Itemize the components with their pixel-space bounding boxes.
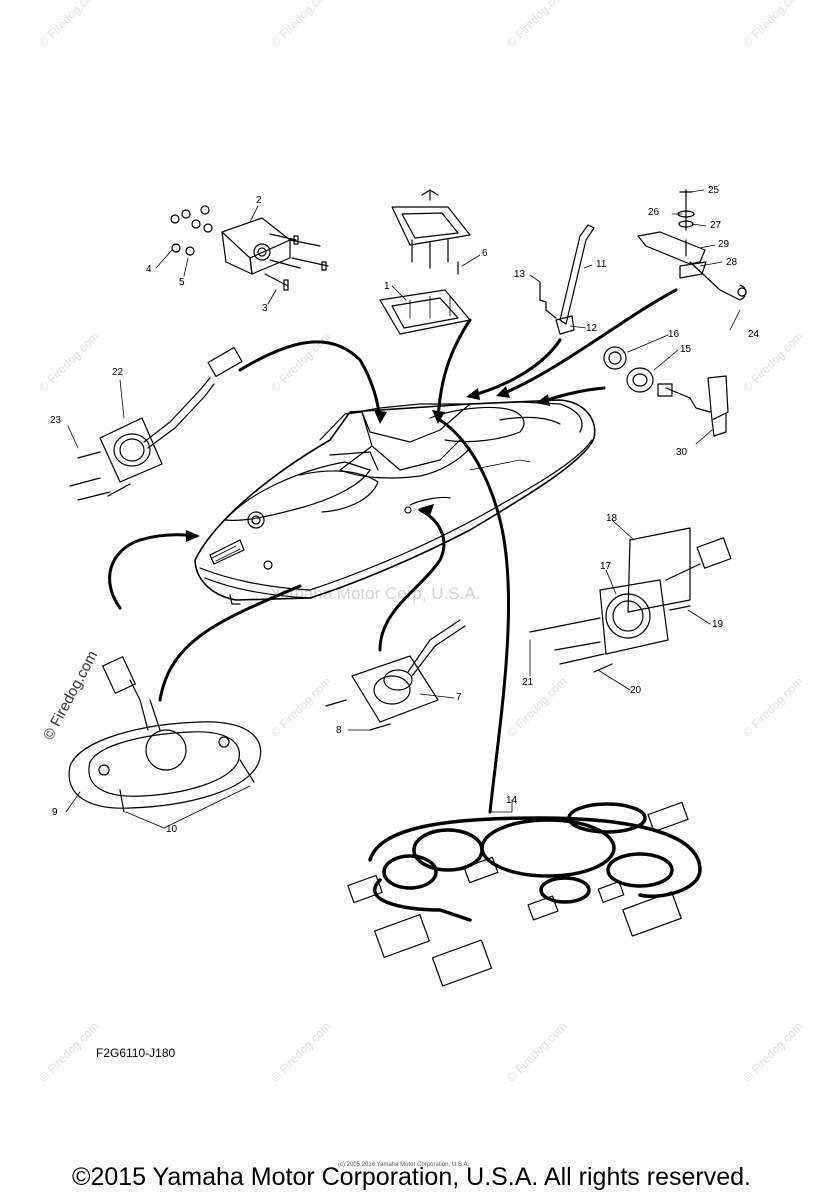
callout-17: 17: [600, 561, 612, 572]
callout-23: 23: [50, 415, 62, 426]
callout-5: 5: [179, 277, 185, 288]
routing-arrowheads: [186, 386, 550, 542]
callout-18: 18: [606, 513, 618, 524]
fine-print: (c) 2005 2016 Yamaha Motor Corporation, …: [338, 1162, 470, 1168]
callout-2: 2: [256, 195, 262, 206]
part-gauge-bezel: [68, 656, 262, 813]
callout-3: 3: [262, 303, 268, 314]
callout-12: 12: [586, 323, 598, 334]
copyright-footer: ©2015 Yamaha Motor Corporation, U.S.A. A…: [72, 1163, 751, 1191]
callout-10: 10: [166, 824, 178, 835]
callout-29: 29: [718, 239, 730, 250]
callout-9: 9: [52, 807, 58, 818]
part-cover-assembly: [379, 189, 471, 335]
callout-25: 25: [708, 185, 720, 196]
drawing-code: F2G6110-J180: [96, 1046, 176, 1060]
part-meter-bolts: [170, 205, 329, 291]
part-meter-lead: [69, 346, 243, 501]
routing-arrows: [108, 288, 678, 814]
callout-11: 11: [596, 259, 607, 270]
callout-20: 20: [630, 685, 642, 696]
callout-30: 30: [676, 447, 688, 458]
watermark-corp: Yamaha Motor Corp, U.S.A.: [270, 584, 481, 603]
callout-7: 7: [456, 692, 462, 703]
callout-27: 27: [710, 220, 722, 231]
part-rod-assembly: [539, 224, 595, 335]
boat-hull-illustration: [194, 399, 596, 605]
callout-14: 14: [506, 795, 518, 806]
callout-26: 26: [648, 207, 660, 218]
callout-28: 28: [726, 257, 738, 268]
part-rings: [603, 346, 654, 393]
callout-1: 1: [384, 281, 390, 292]
callout-16: 16: [668, 329, 680, 340]
callout-21: 21: [522, 677, 534, 688]
part-wire-harness: [368, 802, 702, 922]
part-gauge-mount: [325, 619, 466, 731]
callout-8: 8: [336, 725, 342, 736]
callout-4: 4: [146, 264, 152, 275]
callout-13: 13: [514, 269, 526, 280]
callout-15: 15: [680, 344, 692, 355]
leader-lines: [65, 189, 741, 829]
callout-22: 22: [112, 367, 124, 378]
part-connectors: [347, 801, 689, 987]
callout-24: 24: [748, 329, 760, 340]
callout-19: 19: [712, 619, 724, 630]
part-plate-assembly: [529, 527, 732, 673]
part-sensor: [657, 375, 729, 437]
callout-6: 6: [482, 248, 488, 259]
